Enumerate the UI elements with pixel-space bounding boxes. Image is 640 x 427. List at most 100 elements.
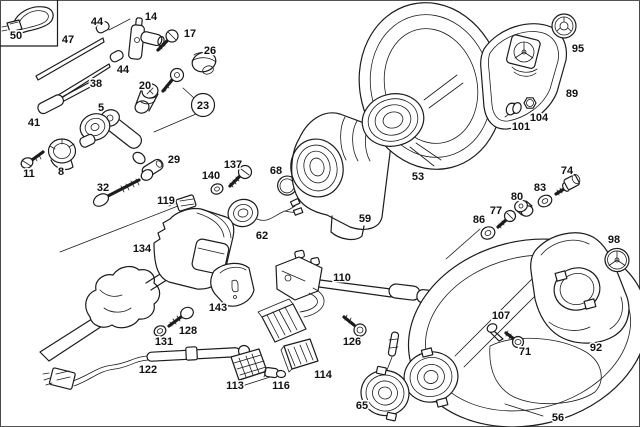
part-label-47: 47 (62, 34, 74, 46)
cap-26 (191, 51, 217, 75)
part-label-126: 126 (343, 336, 361, 348)
part-label-134: 134 (133, 243, 152, 255)
part-label-92: 92 (590, 342, 602, 354)
part-label-71: 71 (519, 346, 531, 358)
part-label-86: 86 (473, 214, 485, 226)
part-label-119: 119 (157, 195, 175, 207)
bushing-44-upper (95, 20, 110, 34)
part-label-38: 38 (90, 78, 102, 90)
washer-83 (537, 194, 553, 208)
part-label-107: 107 (492, 310, 510, 322)
washer-140 (210, 183, 224, 195)
part-label-104: 104 (530, 112, 549, 124)
part-label-74: 74 (561, 165, 574, 177)
part-label-131: 131 (155, 336, 173, 348)
rotor-8 (47, 138, 77, 170)
snap-ring-68 (277, 175, 297, 196)
bulb-116 (263, 366, 287, 379)
emblem-95 (551, 13, 577, 39)
part-label-89: 89 (566, 88, 578, 100)
horn-pad-89 (480, 23, 568, 130)
part-label-5: 5 (98, 102, 104, 114)
part-label-116: 116 (272, 380, 290, 392)
part-label-95: 95 (572, 43, 584, 55)
nut-131 (153, 325, 167, 337)
cable-tie-inset-50 (0, 0, 59, 47)
part-label-68: 68 (270, 165, 282, 177)
emblem-98 (604, 247, 630, 273)
part-label-77: 77 (490, 205, 502, 217)
ignition-switch-5 (79, 109, 146, 165)
part-label-41: 41 (28, 117, 40, 129)
part-label-110: 110 (333, 272, 351, 284)
combination-switch-110 (275, 249, 437, 305)
rod-38 (49, 63, 111, 105)
connector-114 (280, 338, 319, 373)
part-label-44-lower: 44 (117, 64, 130, 76)
bolt-32 (92, 178, 141, 207)
part-label-26: 26 (204, 45, 216, 57)
bolt-71 (504, 330, 525, 349)
part-label-50: 50 (10, 30, 22, 42)
screw-77 (496, 209, 517, 229)
part-label-101: 101 (512, 121, 530, 133)
shroud-134 (153, 207, 235, 290)
nut-101 (504, 102, 522, 118)
screw-137 (228, 164, 253, 188)
part-label-122: 122 (139, 364, 157, 376)
part-label-62: 62 (256, 230, 268, 242)
part-label-53: 53 (412, 171, 424, 183)
bushing-80 (514, 199, 534, 217)
part-label-29: 29 (168, 154, 180, 166)
screw-107 (486, 323, 504, 342)
horn-pad-92 (530, 232, 630, 344)
part-labels: 50 47 44 14 17 26 44 38 20 23 41 5 11 8 … (8, 10, 621, 426)
part-label-32: 32 (97, 182, 109, 194)
bearing-housing-59 (290, 112, 391, 241)
harness-connector (257, 287, 325, 343)
part-label-113: 113 (226, 380, 244, 392)
part-label-14: 14 (145, 11, 158, 23)
part-label-59: 59 (359, 213, 371, 225)
part-label-140: 140 (202, 170, 220, 182)
part-label-128: 128 (179, 325, 197, 337)
rod-41 (37, 79, 97, 115)
part-label-114: 114 (314, 369, 333, 381)
connector-119 (59, 194, 197, 253)
cover-143 (210, 262, 255, 307)
screw-11 (20, 150, 45, 169)
rod-47 (35, 18, 131, 81)
stalk-122 (42, 344, 251, 390)
part-label-83: 83 (534, 182, 546, 194)
steering-wheel-53 (358, 2, 504, 170)
bolt-128 (167, 306, 194, 328)
contact-ring-65 (360, 331, 410, 422)
column-jacket (39, 265, 174, 362)
sleeve-29 (140, 158, 164, 181)
part-label-20: 20 (139, 80, 151, 92)
part-label-65: 65 (356, 400, 368, 412)
part-label-80: 80 (511, 191, 523, 203)
ignition-key (161, 67, 185, 93)
part-label-17: 17 (184, 28, 196, 40)
screw-17 (156, 29, 179, 52)
part-label-143: 143 (209, 302, 227, 314)
callout-circle-23 (153, 87, 216, 133)
slip-ring-62 (227, 197, 304, 228)
screw-126 (342, 314, 367, 337)
bushing-44-lower (109, 49, 124, 63)
washer-86 (445, 226, 496, 260)
lock-cylinder-20 (134, 83, 159, 114)
part-label-56: 56 (552, 412, 564, 424)
bracket-14 (128, 17, 165, 60)
part-label-44-upper: 44 (91, 16, 104, 28)
part-label-11: 11 (23, 168, 35, 180)
part-label-137: 137 (224, 159, 242, 171)
nut-104 (523, 97, 537, 109)
connector-113 (230, 348, 271, 387)
bolt-74 (554, 173, 581, 196)
part-label-98: 98 (608, 234, 620, 246)
part-label-8: 8 (58, 166, 64, 178)
